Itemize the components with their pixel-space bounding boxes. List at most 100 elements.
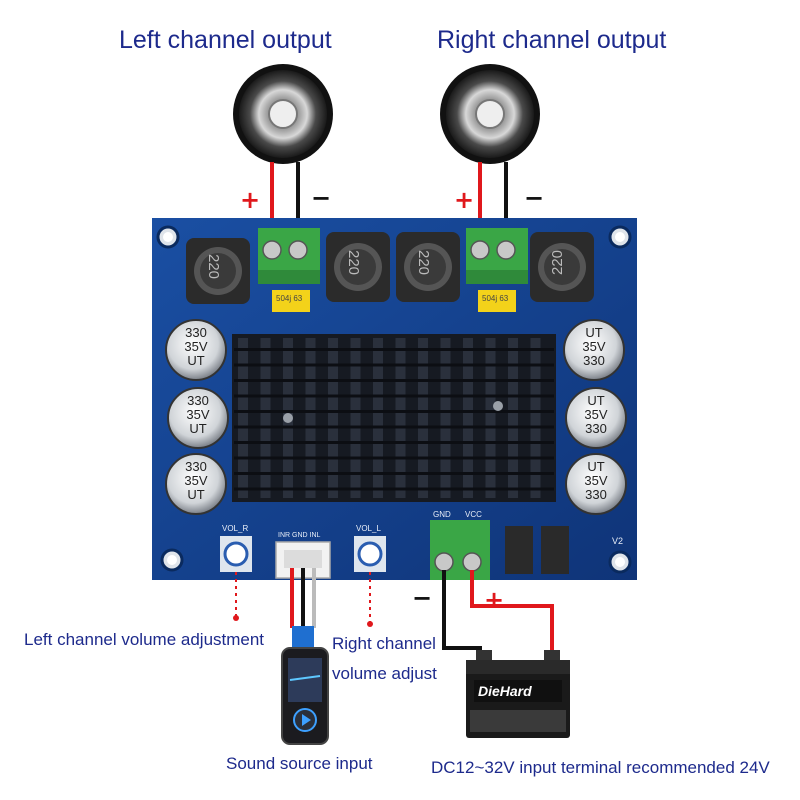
cap-text: 35V: [582, 339, 606, 354]
heatsink-groove: [234, 410, 554, 413]
cap-text: 330: [187, 393, 209, 408]
heatsink-fin: [238, 338, 248, 498]
inductor: [396, 232, 460, 302]
cap-text: UT: [187, 487, 205, 502]
diode: [505, 526, 533, 574]
cap-text: 330: [585, 487, 607, 502]
heatsink-fin: [530, 338, 541, 498]
version-silkscreen: V2: [612, 536, 624, 546]
heatsink-groove: [234, 456, 554, 460]
heatsink-groove: [234, 472, 554, 475]
battery-icon: [466, 650, 570, 738]
heatsink-groove: [234, 441, 554, 444]
capacitor-label: UT 35V 330: [576, 326, 612, 368]
left-volume-label: Left channel volume adjustment: [24, 630, 265, 649]
heatsink-groove: [234, 363, 554, 367]
cap-text: UT: [587, 459, 605, 474]
right-speaker-terminal: [466, 228, 528, 284]
audio-pins-silkscreen: INR GND INL: [278, 532, 321, 539]
inductor-label: 220: [549, 249, 567, 276]
cap-text: 330: [185, 325, 207, 340]
heatsink-fin: [328, 338, 338, 498]
heatsink-fin: [305, 338, 316, 498]
right-volume-label-line2: volume adjust: [332, 664, 437, 683]
heatsink-fin: [350, 338, 361, 498]
cap-text: UT: [189, 421, 207, 436]
cap-text: 35V: [184, 473, 208, 488]
cap-text: 330: [585, 421, 607, 436]
electrolytic-capacitor: [165, 453, 227, 515]
mp3-player-icon: [281, 647, 329, 745]
sound-source-label: Sound source input: [226, 754, 373, 773]
cap-text: 35V: [184, 339, 208, 354]
vol-r-silkscreen: VOL_R: [222, 524, 249, 533]
cap-text: UT: [585, 325, 603, 340]
minus-sign: −: [311, 184, 332, 212]
yellow-capacitor: [272, 290, 310, 312]
yellow-capacitor: [478, 290, 516, 312]
capacitor-label: 330 35V UT: [180, 394, 216, 436]
heatsink: [232, 334, 556, 502]
heatsink-groove: [234, 348, 554, 351]
capacitor-label: UT 35V 330: [578, 460, 614, 502]
right-volume-label-line1: Right channel: [332, 634, 436, 653]
cap-text: UT: [187, 353, 205, 368]
right-volume-knob[interactable]: [354, 536, 386, 572]
plus-sign: +: [240, 186, 261, 214]
cap-text: 330: [185, 459, 207, 474]
electrolytic-capacitor: [565, 453, 627, 515]
left-speaker: [233, 64, 333, 164]
capacitor-label: 330 35V UT: [178, 460, 214, 502]
cap-text: 35V: [584, 473, 608, 488]
yellow-capacitor-label: 504j 63: [276, 294, 303, 303]
vol-l-silkscreen: VOL_L: [356, 524, 381, 533]
dc-input-label: DC12~32V input terminal recommended 24V: [431, 758, 770, 777]
heatsink-fin: [373, 338, 383, 498]
inductor-label: 220: [205, 253, 223, 280]
yellow-capacitor-label: 504j 63: [482, 294, 509, 303]
cap-text: 35V: [584, 407, 608, 422]
minus-sign: −: [412, 584, 433, 612]
capacitor-label: 330 35V UT: [178, 326, 214, 368]
heatsink-fin: [260, 338, 271, 498]
inductor: [186, 238, 250, 304]
diode: [541, 526, 569, 574]
inductor: [530, 232, 594, 302]
electrolytic-capacitor: [565, 387, 627, 449]
power-wires: [442, 570, 554, 660]
gnd-silkscreen: GND: [433, 510, 451, 519]
plus-sign: +: [454, 186, 475, 214]
heatsink-groove: [234, 425, 554, 429]
cap-text: 330: [583, 353, 605, 368]
amplifier-board: [152, 218, 637, 580]
electrolytic-capacitor: [563, 319, 625, 381]
heatsink-fin: [508, 338, 518, 498]
power-terminal: [430, 520, 490, 580]
heatsink-fin: [395, 338, 406, 498]
heatsink-groove: [234, 379, 554, 382]
electrolytic-capacitor: [165, 319, 227, 381]
electrolytic-capacitor: [167, 387, 229, 449]
heatsink-groove: [234, 394, 554, 398]
capacitor-label: UT 35V 330: [578, 394, 614, 436]
plus-sign: +: [484, 586, 505, 614]
audio-wires: [290, 568, 316, 648]
inductor-label: 220: [345, 249, 363, 276]
battery-brand: DieHard: [478, 683, 532, 699]
inductor-label: 220: [415, 249, 433, 276]
cap-text: 35V: [186, 407, 210, 422]
right-speaker: [440, 64, 540, 164]
cap-text: UT: [587, 393, 605, 408]
heatsink-groove: [234, 487, 554, 491]
heatsink-fin: [463, 338, 473, 498]
right-channel-output-label: Right channel output: [437, 26, 667, 54]
inductor: [326, 232, 390, 302]
vcc-silkscreen: VCC: [465, 510, 482, 519]
left-speaker-terminal: [258, 228, 320, 284]
left-channel-output-label: Left channel output: [119, 26, 332, 54]
left-volume-knob[interactable]: [220, 536, 252, 572]
heatsink-fin: [440, 338, 451, 498]
heatsink-fin: [418, 338, 428, 498]
heatsink-fin: [485, 338, 496, 498]
